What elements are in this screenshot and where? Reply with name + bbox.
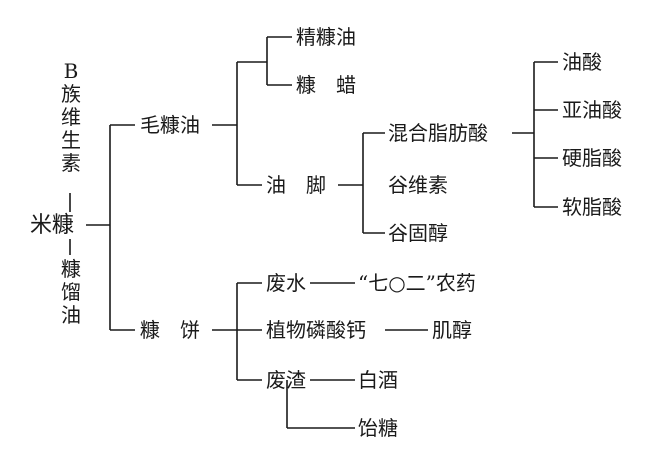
label-linoleic-acid: 亚油酸 [562,98,622,122]
label-waste-water: 废水 [266,271,306,295]
label-bran-tar: 糠馏油 [61,257,81,327]
label-maltose: 饴糖 [358,416,398,440]
label-oryzanol: 谷维素 [388,173,448,197]
label-pesticide-702: “七○二”农药 [358,271,476,295]
label-residue: 废渣 [266,368,306,392]
label-oil-foot: 油 脚 [266,173,326,197]
label-rice-bran: 米糠 [30,213,75,238]
label-b-vitamin: B族维生素 [61,59,81,175]
label-palmitic-acid: 软脂酸 [562,195,622,219]
label-inositol: 肌醇 [432,318,472,342]
label-phytin: 植物磷酸钙 [266,318,366,342]
label-liquor: 白酒 [358,368,398,392]
label-sterol: 谷固醇 [388,221,448,245]
label-mixed-fatty-acid: 混合脂肪酸 [388,121,488,145]
label-crude-bran-oil: 毛糠油 [140,113,200,137]
label-refined-bran-oil: 精糠油 [296,25,356,49]
label-stearic-acid: 硬脂酸 [562,146,622,170]
label-oleic-acid: 油酸 [562,50,602,74]
label-bran-wax: 糠 蜡 [296,73,356,97]
label-bran-cake: 糠 饼 [140,318,200,342]
